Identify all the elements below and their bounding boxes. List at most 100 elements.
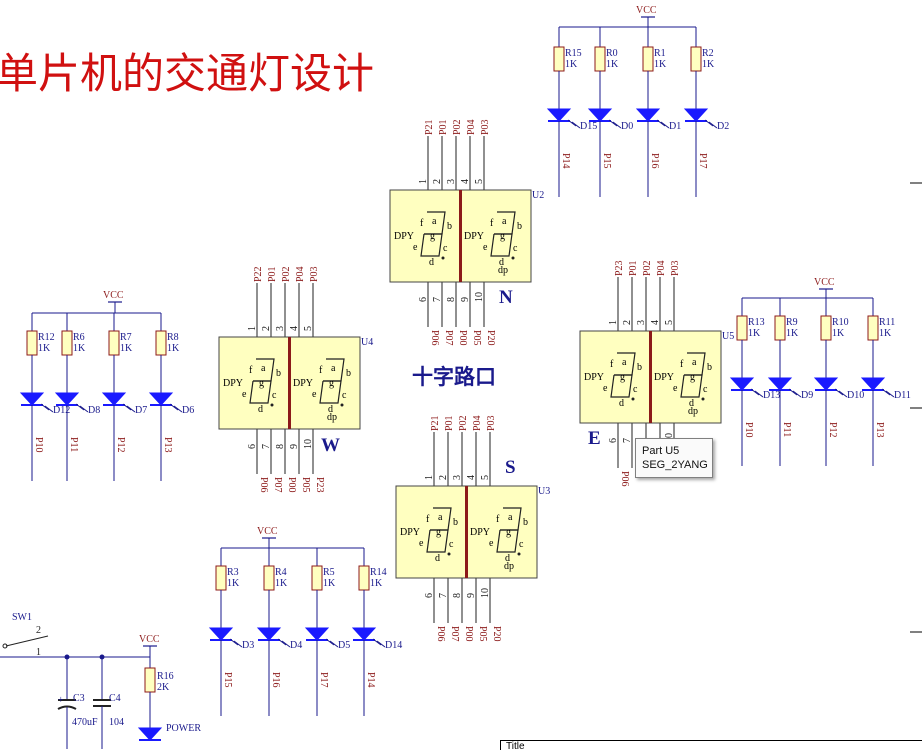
top-pin-number: 5 [474,179,485,184]
led-net-label: P17 [697,153,708,169]
bottom-net-label: P06 [429,330,440,346]
bottom-pin-number: 9 [466,593,477,598]
dp-label: dp [504,561,514,572]
top-net-label: P02 [642,260,653,276]
digit-lower-loop [319,380,342,404]
led-ref: D0 [621,121,633,132]
vcc-label: VCC [636,5,657,16]
c3-polarity: + [58,695,64,706]
resistor-body [26,330,38,356]
seg-label-g: g [690,372,695,383]
led-symbol [729,377,755,391]
vcc-label: VCC [814,277,835,288]
top-pin-number: 1 [247,326,258,331]
led-symbol [683,108,709,122]
led-ref: D12 [53,405,70,416]
top-pin-number: 3 [452,475,463,480]
seg-label-b: b [453,517,458,528]
top-net-label: P01 [628,260,639,276]
led-net-label: P14 [365,672,376,688]
seg-label-b: b [523,517,528,528]
top-pin-number: 1 [424,475,435,480]
seg-label-f: f [680,359,684,370]
r16-body [144,667,156,693]
led-ref: D4 [290,640,302,651]
r16-value: 2K [157,682,170,693]
resistor-body [263,565,275,591]
led-group: VCCR131KD13P10R91KD9P11R101KD10P12R111KD… [729,277,911,466]
part-tooltip: Part U5 SEG_2YANG [635,438,713,478]
bottom-net-label: P07 [272,477,283,493]
resistor-body [215,565,227,591]
seg-label-f: f [610,359,614,370]
schematic-title: 单片机的交通灯设计 [0,51,374,98]
led-symbol [101,392,127,406]
bottom-net-label: P00 [286,477,297,493]
switch-pin-1: 1 [36,647,41,658]
led-emission-arrow [329,640,339,648]
resistor-value: 1K [275,578,288,589]
dpy-label-right: DPY [293,378,313,389]
led-net-label: P15 [601,153,612,169]
bottom-net-label: P00 [463,626,474,642]
resistor-ref: R1 [654,48,666,59]
resistor-value: 1K [702,59,715,70]
dpy-label-right: DPY [654,372,674,383]
seven-segment-displays: P211aP012bP023cP044dP035e6P067P078P009P0… [218,119,734,642]
led-ref: D2 [717,121,729,132]
bottom-pin-number: 10 [474,292,485,302]
digit-lower-loop [426,529,449,553]
top-pin-number: 2 [438,475,449,480]
top-net-label: P22 [253,266,264,282]
led-emission-arrow [881,388,891,396]
seg-label-a: a [438,512,443,523]
bottom-pin-number: 8 [275,444,286,449]
led-emission-arrow [233,640,243,648]
resistor-ref: R12 [38,332,55,343]
seg-label-a: a [508,512,513,523]
dp-label: dp [498,265,508,276]
resistor-ref: R11 [879,317,895,328]
led-emission-arrow [325,638,335,646]
led-group: VCCR151KD15P14R01KD0P15R11KD1P16R21KD2P1… [546,5,729,197]
led-net-label: P11 [781,422,792,437]
seg-label-d: d [505,553,510,564]
top-net-label: P02 [281,266,292,282]
bottom-net-label: P23 [314,477,325,493]
resistor-value: 1K [73,343,86,354]
direction-label: S [505,457,516,478]
bottom-pin-number: 10 [303,439,314,449]
bottom-net-label: P20 [485,330,496,346]
top-net-label: P02 [458,415,469,431]
digit-lower-loop [680,374,703,398]
dpy-label-left: DPY [394,231,414,242]
led-emission-arrow [169,403,179,411]
led-emission-arrow [788,388,798,396]
led-net-label: P10 [33,437,44,453]
led-net-label: P10 [743,422,754,438]
resistor-ref: R14 [370,567,387,578]
digit-lower-loop [490,233,513,257]
led-emission-arrow [792,390,802,398]
intersection-caption: 十字路口 [412,365,496,389]
led-net-label: P15 [222,672,233,688]
switch-pin-2: 2 [36,625,41,636]
resistor-value: 1K [370,578,383,589]
bottom-pin-number: 6 [418,297,429,302]
c4-ref: C4 [109,693,121,704]
resistor-value: 1K [606,59,619,70]
resistor-body [690,46,702,72]
led-net-label: P13 [874,422,885,438]
digit-lower-loop [610,374,633,398]
top-pin-number: 1 [418,179,429,184]
tooltip-part-type: SEG_2YANG [642,459,708,471]
bottom-net-label: P06 [435,626,446,642]
resistor-value: 1K [879,328,892,339]
top-pin-number: 3 [275,326,286,331]
led-emission-arrow [612,121,622,129]
top-pin-number: 4 [466,475,477,480]
top-pin-number: 2 [432,179,443,184]
seg-label-f: f [319,365,323,376]
led-symbol [546,108,572,122]
